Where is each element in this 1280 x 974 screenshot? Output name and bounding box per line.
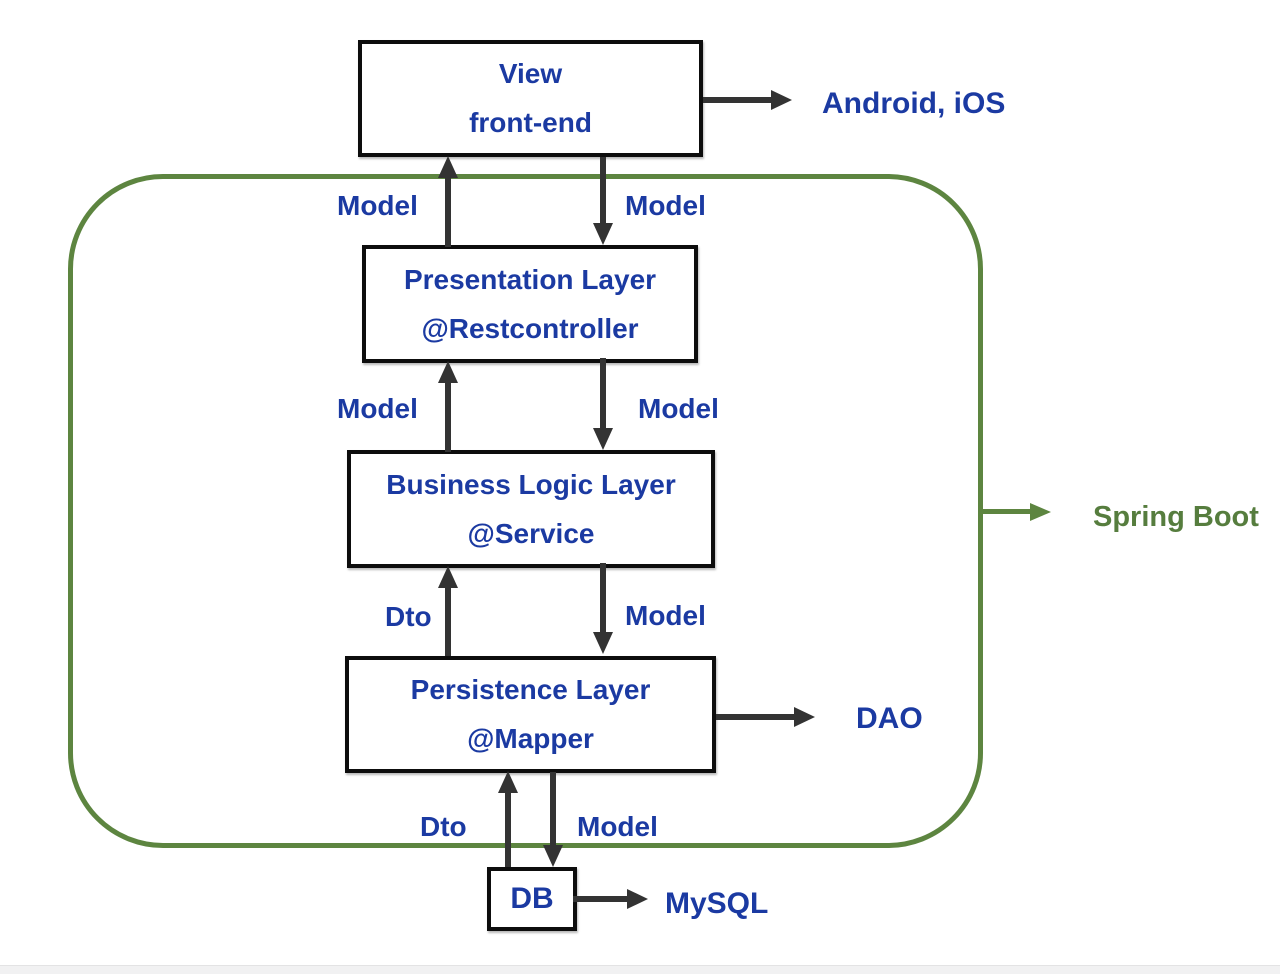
label-model-view-to-presentation: Model bbox=[625, 190, 706, 221]
persistence-layer-box-line2: @Mapper bbox=[467, 723, 594, 754]
view-box: View front-end bbox=[358, 40, 703, 157]
label-dto-persistence-to-business: Dto bbox=[385, 601, 432, 632]
arrow-db-to-mysql-line bbox=[573, 896, 628, 902]
arrow-db-to-mysql-head bbox=[627, 889, 648, 909]
arrow-boundary-to-springboot-head bbox=[1030, 503, 1051, 521]
arrow-persistence-to-db-line bbox=[550, 772, 556, 846]
label-dto-db-to-persistence: Dto bbox=[420, 811, 467, 842]
business-logic-layer-box-line1: Business Logic Layer bbox=[386, 468, 676, 500]
label-android-ios: Android, iOS bbox=[822, 87, 1006, 120]
presentation-layer-box: Presentation Layer @Restcontroller bbox=[362, 245, 698, 363]
arrow-view-to-android-line bbox=[703, 97, 772, 103]
arrow-view-to-android-head bbox=[771, 90, 792, 110]
arrow-boundary-to-springboot-line bbox=[983, 509, 1031, 514]
bottom-window-edge bbox=[0, 965, 1280, 974]
arrow-persistence-to-dao-line bbox=[716, 714, 795, 720]
view-box-line1: View bbox=[498, 58, 563, 89]
label-model-business-to-persistence: Model bbox=[625, 600, 706, 631]
spring-boot-boundary bbox=[68, 174, 983, 848]
db-box-label: DB bbox=[510, 882, 554, 915]
arrow-business-to-persistence-line bbox=[600, 563, 606, 633]
arrow-business-to-presentation-head bbox=[438, 361, 458, 383]
label-dao: DAO bbox=[856, 702, 923, 735]
arrow-persistence-to-business-line bbox=[445, 586, 451, 656]
arrow-persistence-to-business-head bbox=[438, 566, 458, 588]
label-mysql: MySQL bbox=[665, 887, 769, 920]
label-spring-boot: Spring Boot bbox=[1093, 501, 1259, 533]
db-box: DB bbox=[487, 867, 577, 931]
presentation-layer-box-line1: Presentation Layer bbox=[403, 263, 657, 295]
arrow-presentation-to-view-head bbox=[438, 156, 458, 178]
arrow-persistence-to-db-head bbox=[543, 845, 563, 867]
arrow-db-to-persistence-head bbox=[498, 771, 518, 793]
persistence-layer-box-line1: Persistence Layer bbox=[410, 674, 651, 705]
arrow-presentation-to-business-head bbox=[593, 428, 613, 450]
arrow-db-to-persistence-line bbox=[505, 791, 511, 867]
arrow-view-to-presentation-head bbox=[593, 223, 613, 245]
arrow-business-to-presentation-line bbox=[445, 381, 451, 452]
label-model-persistence-to-db: Model bbox=[577, 811, 658, 842]
arrow-presentation-to-business-line bbox=[600, 358, 606, 428]
presentation-layer-box-line2: @Restcontroller bbox=[421, 312, 639, 344]
view-box-line2: front-end bbox=[469, 107, 592, 138]
persistence-layer-box: Persistence Layer @Mapper bbox=[345, 656, 716, 773]
label-model-business-to-presentation: Model bbox=[337, 393, 418, 424]
business-logic-layer-box: Business Logic Layer @Service bbox=[347, 450, 715, 568]
arrow-view-to-presentation-line bbox=[600, 157, 606, 225]
arrow-presentation-to-view-line bbox=[445, 176, 451, 247]
arrow-persistence-to-dao-head bbox=[794, 707, 815, 727]
label-model-presentation-to-view: Model bbox=[337, 190, 418, 221]
business-logic-layer-box-line2: @Service bbox=[467, 517, 595, 549]
arrow-business-to-persistence-head bbox=[593, 632, 613, 654]
label-model-presentation-to-business: Model bbox=[638, 393, 719, 424]
